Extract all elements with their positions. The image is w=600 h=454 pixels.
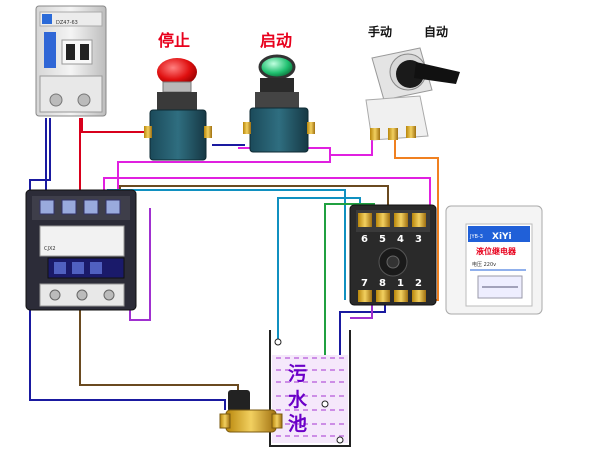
circuit-breaker[interactable]: DZ47-63 [35,5,107,117]
breaker-toggle-left[interactable] [66,44,75,60]
wire-purple [129,208,151,321]
red-pushbutton-icon [157,58,197,86]
stop-label: 停止 [158,31,190,50]
relay-term-1: 1 [397,278,404,289]
breaker-label-strip [44,32,56,68]
pool-char-3: 池 [288,412,307,435]
sewage-tank: 污 水 池 [269,330,351,447]
green-pushbutton-icon [258,54,296,80]
relay-name: 液位继电器 [476,246,517,256]
breaker-brand: DZ47-63 [56,20,78,26]
wire-brown-valve [79,310,239,392]
wire-teal-2 [107,189,346,300]
selector-handle[interactable] [414,62,460,84]
stop-button[interactable]: 停止 [144,31,212,161]
relay-brand: XiYi [492,232,512,242]
auto-label: 自动 [424,24,448,39]
relay-voltage: 电压 220v [472,261,496,268]
solenoid-valve[interactable] [219,390,283,433]
wire-magenta-2 [330,140,373,156]
breaker-toggle-right[interactable] [80,44,89,60]
liquid-level-relay[interactable]: JYB-3 XiYi 液位继电器 电压 220v [445,205,543,315]
relay-term-4: 4 [397,234,404,245]
start-label: 启动 [260,31,292,50]
relay-term-7: 7 [361,278,368,289]
pool-char-1: 污 [288,363,307,385]
relay-model: JYB-3 [469,234,483,240]
wire-teal-1 [277,197,361,340]
relay-term-5: 5 [379,234,386,245]
relay-term-2: 2 [415,278,422,289]
contactor-model: CJX2 [44,246,56,252]
relay-term-3: 3 [415,234,422,245]
electrode-mid [321,400,329,408]
pool-char-2: 水 [288,389,308,411]
electrode-low [336,436,344,444]
manual-label: 手动 [368,24,392,39]
relay-term-8: 8 [379,278,386,289]
wire-red [81,118,148,133]
start-button[interactable]: 启动 [243,31,315,153]
breaker-logo-icon [42,14,52,24]
contactor[interactable]: CJX2 [25,189,137,311]
electrode-high [274,338,282,346]
relay-term-6: 6 [361,234,368,245]
selector-switch[interactable]: 手动 自动 [365,24,460,141]
relay-socket[interactable]: 6 5 4 3 7 8 1 2 [349,204,437,306]
